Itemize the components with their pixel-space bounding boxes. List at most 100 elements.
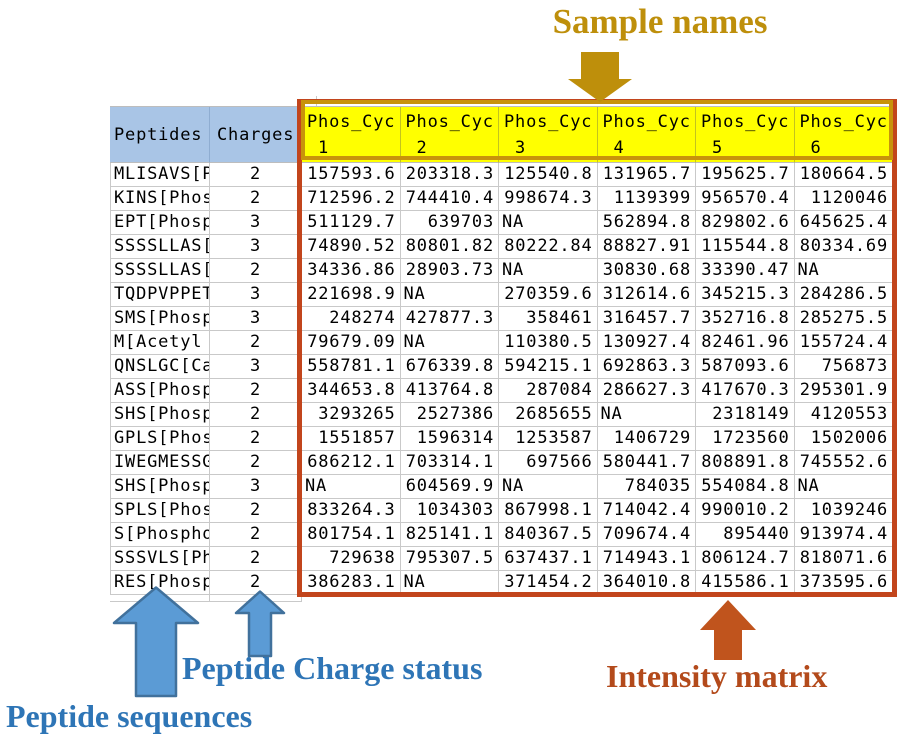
value-cell[interactable]: 801754.1 <box>302 523 401 547</box>
value-cell[interactable]: 833264.3 <box>302 499 401 523</box>
peptide-cell[interactable]: M[Acetyl <box>110 331 210 355</box>
column-header-charges[interactable]: Charges <box>210 107 302 163</box>
value-cell[interactable]: 558781.1 <box>302 355 401 379</box>
value-cell[interactable]: 756873 <box>794 355 893 379</box>
value-cell[interactable]: NA <box>794 259 893 283</box>
value-cell[interactable]: 195625.7 <box>696 163 795 187</box>
value-cell[interactable]: 286627.3 <box>597 379 696 403</box>
value-cell[interactable]: 1596314 <box>400 427 499 451</box>
value-cell[interactable]: 709674.4 <box>597 523 696 547</box>
value-cell[interactable]: 840367.5 <box>499 523 598 547</box>
value-cell[interactable]: 28903.73 <box>400 259 499 283</box>
value-cell[interactable]: 1139399 <box>597 187 696 211</box>
value-cell[interactable]: 714042.4 <box>597 499 696 523</box>
value-cell[interactable]: 1551857 <box>302 427 401 451</box>
value-cell[interactable]: 30830.68 <box>597 259 696 283</box>
value-cell[interactable]: 364010.8 <box>597 571 696 595</box>
column-header-phos-cyc-5[interactable]: Phos_Cyc _5 <box>696 107 795 163</box>
value-cell[interactable]: 33390.47 <box>696 259 795 283</box>
charge-cell[interactable]: 2 <box>210 451 302 475</box>
column-header-phos-cyc-4[interactable]: Phos_Cyc _4 <box>597 107 696 163</box>
peptide-cell[interactable]: SSSVLS[Ph <box>110 547 210 571</box>
column-header-phos-cyc-6[interactable]: Phos_Cyc _6 <box>794 107 893 163</box>
peptide-cell[interactable]: GPLS[Phos <box>110 427 210 451</box>
value-cell[interactable]: 697566 <box>499 451 598 475</box>
value-cell[interactable]: 594215.1 <box>499 355 598 379</box>
value-cell[interactable]: 413764.8 <box>400 379 499 403</box>
charge-cell[interactable]: 3 <box>210 307 302 331</box>
charge-cell[interactable]: 3 <box>210 283 302 307</box>
peptide-cell[interactable]: KINS[Phos <box>110 187 210 211</box>
value-cell[interactable]: 221698.9 <box>302 283 401 307</box>
charge-cell[interactable]: 3 <box>210 355 302 379</box>
value-cell[interactable]: 554084.8 <box>696 475 795 499</box>
charge-cell[interactable]: 2 <box>210 163 302 187</box>
value-cell[interactable]: 316457.7 <box>597 307 696 331</box>
value-cell[interactable]: 692863.3 <box>597 355 696 379</box>
peptide-cell[interactable]: MLISAVS[P <box>110 163 210 187</box>
value-cell[interactable]: NA <box>794 475 893 499</box>
peptide-cell[interactable]: SMS[Phosp <box>110 307 210 331</box>
value-cell[interactable]: 80222.84 <box>499 235 598 259</box>
value-cell[interactable]: 712596.2 <box>302 187 401 211</box>
value-cell[interactable]: 34336.86 <box>302 259 401 283</box>
charge-cell[interactable]: 2 <box>210 499 302 523</box>
value-cell[interactable]: 1502006 <box>794 427 893 451</box>
value-cell[interactable]: 511129.7 <box>302 211 401 235</box>
value-cell[interactable]: 703314.1 <box>400 451 499 475</box>
value-cell[interactable]: 4120553 <box>794 403 893 427</box>
value-cell[interactable]: 729638 <box>302 547 401 571</box>
value-cell[interactable]: 913974.4 <box>794 523 893 547</box>
value-cell[interactable]: 157593.6 <box>302 163 401 187</box>
value-cell[interactable]: 125540.8 <box>499 163 598 187</box>
column-header-phos-cyc-1[interactable]: Phos_Cyc _1 <box>302 107 401 163</box>
charge-cell[interactable]: 3 <box>210 475 302 499</box>
value-cell[interactable]: 795307.5 <box>400 547 499 571</box>
value-cell[interactable]: 203318.3 <box>400 163 499 187</box>
value-cell[interactable]: 115544.8 <box>696 235 795 259</box>
value-cell[interactable]: 1253587 <box>499 427 598 451</box>
value-cell[interactable]: 784035 <box>597 475 696 499</box>
value-cell[interactable]: 352716.8 <box>696 307 795 331</box>
charge-cell[interactable]: 2 <box>210 403 302 427</box>
value-cell[interactable]: 806124.7 <box>696 547 795 571</box>
value-cell[interactable]: 74890.52 <box>302 235 401 259</box>
column-header-phos-cyc-2[interactable]: Phos_Cyc _2 <box>400 107 499 163</box>
value-cell[interactable]: 386283.1 <box>302 571 401 595</box>
value-cell[interactable]: 287084 <box>499 379 598 403</box>
charge-cell[interactable]: 2 <box>210 331 302 355</box>
value-cell[interactable]: 580441.7 <box>597 451 696 475</box>
value-cell[interactable]: 867998.1 <box>499 499 598 523</box>
value-cell[interactable]: 1723560 <box>696 427 795 451</box>
value-cell[interactable]: 130927.4 <box>597 331 696 355</box>
value-cell[interactable]: 818071.6 <box>794 547 893 571</box>
value-cell[interactable]: 88827.91 <box>597 235 696 259</box>
peptide-cell[interactable]: TQDPVPPET <box>110 283 210 307</box>
peptide-cell[interactable]: SPLS[Phos <box>110 499 210 523</box>
value-cell[interactable]: 998674.3 <box>499 187 598 211</box>
value-cell[interactable]: 2527386 <box>400 403 499 427</box>
value-cell[interactable]: 562894.8 <box>597 211 696 235</box>
value-cell[interactable]: 744410.4 <box>400 187 499 211</box>
value-cell[interactable]: 808891.8 <box>696 451 795 475</box>
charge-cell[interactable]: 2 <box>210 547 302 571</box>
value-cell[interactable]: 3293265 <box>302 403 401 427</box>
value-cell[interactable]: NA <box>302 475 401 499</box>
value-cell[interactable]: 829802.6 <box>696 211 795 235</box>
value-cell[interactable]: 587093.6 <box>696 355 795 379</box>
value-cell[interactable]: 80801.82 <box>400 235 499 259</box>
charge-cell[interactable]: 2 <box>210 427 302 451</box>
value-cell[interactable]: 895440 <box>696 523 795 547</box>
value-cell[interactable]: 2685655 <box>499 403 598 427</box>
value-cell[interactable]: 285275.5 <box>794 307 893 331</box>
value-cell[interactable]: 2318149 <box>696 403 795 427</box>
value-cell[interactable]: 155724.4 <box>794 331 893 355</box>
value-cell[interactable]: 645625.4 <box>794 211 893 235</box>
value-cell[interactable]: 248274 <box>302 307 401 331</box>
value-cell[interactable]: 676339.8 <box>400 355 499 379</box>
value-cell[interactable]: 745552.6 <box>794 451 893 475</box>
value-cell[interactable]: 80334.69 <box>794 235 893 259</box>
peptide-cell[interactable]: SHS[Phosp <box>110 403 210 427</box>
value-cell[interactable]: 639703 <box>400 211 499 235</box>
value-cell[interactable]: 1034303 <box>400 499 499 523</box>
